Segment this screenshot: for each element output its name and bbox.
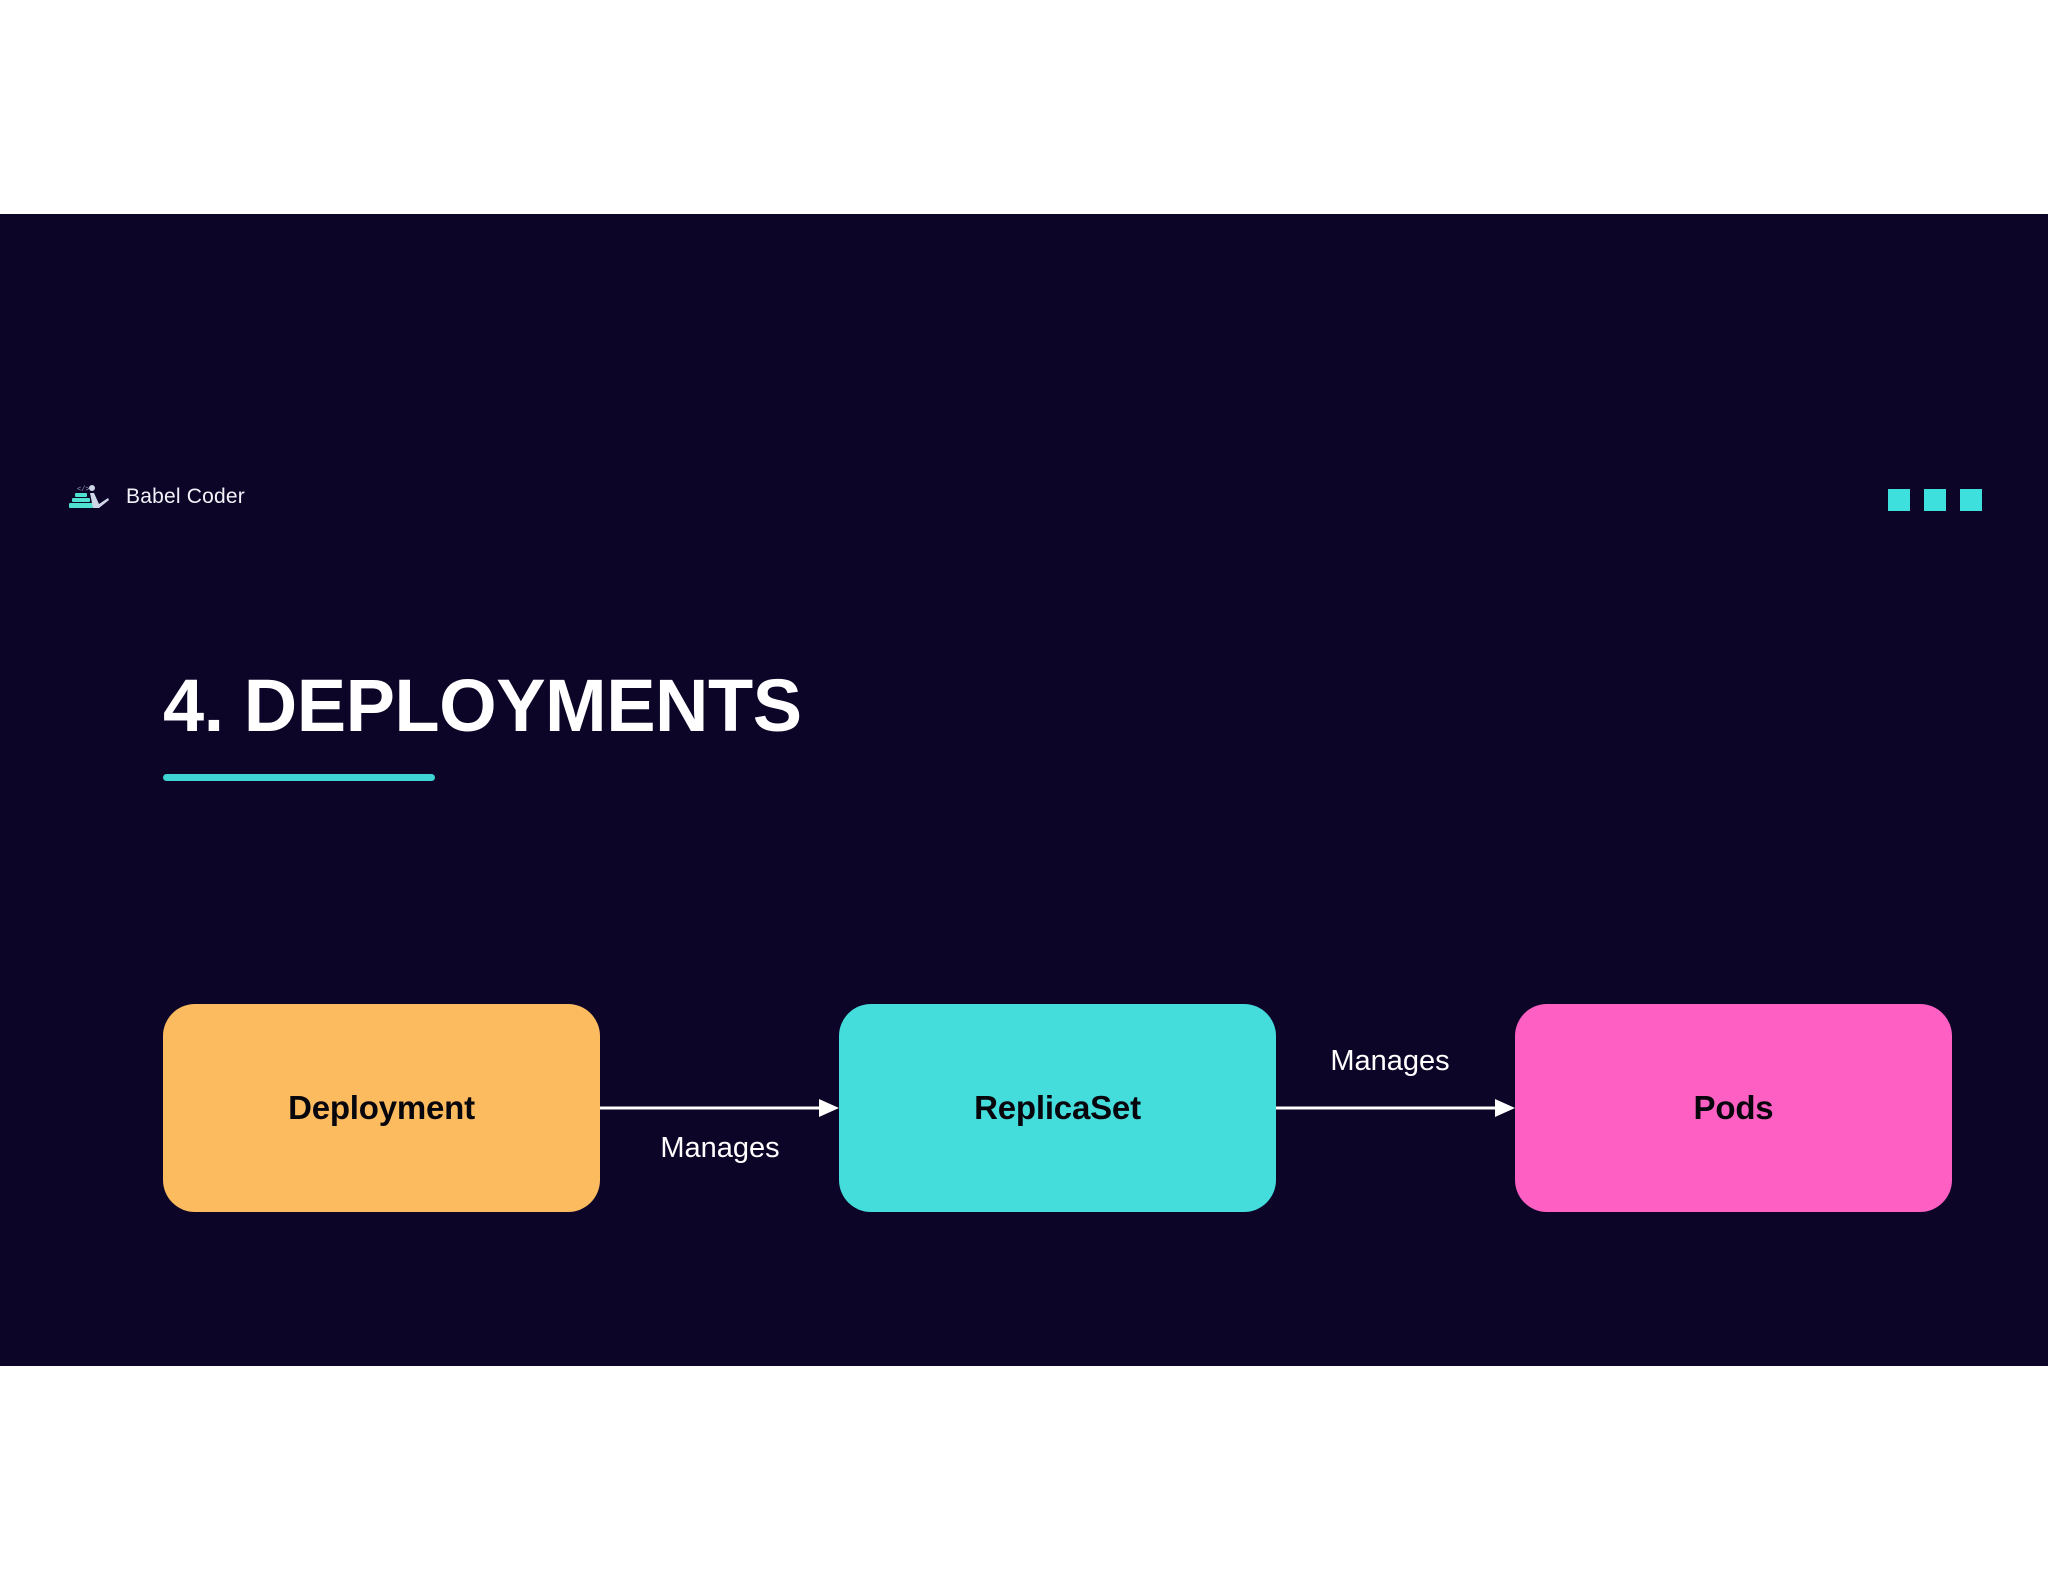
square-dot-icon[interactable]	[1960, 489, 1982, 511]
arrow-right-icon	[1276, 1099, 1515, 1117]
edge-deployment-replicaset: Manages	[600, 1004, 839, 1212]
slide: </> Babel Coder 4. DEPLOYMENTS Deploymen…	[0, 214, 2048, 1366]
flow-diagram: Deployment Manages ReplicaSet Manages	[163, 1004, 1953, 1214]
square-dot-icon[interactable]	[1888, 489, 1910, 511]
menu-dots[interactable]	[1888, 489, 1982, 511]
node-replicaset[interactable]: ReplicaSet	[839, 1004, 1276, 1212]
arrow-right-icon	[600, 1099, 839, 1117]
title-block: 4. DEPLOYMENTS	[163, 666, 802, 781]
svg-text:</>: </>	[77, 486, 90, 494]
node-label: ReplicaSet	[974, 1089, 1141, 1126]
brand-name: Babel Coder	[126, 485, 245, 508]
edge-label: Manages	[1330, 1045, 1450, 1077]
edge-label: Manages	[660, 1132, 780, 1164]
title-underline	[163, 773, 435, 781]
node-label: Deployment	[288, 1089, 475, 1126]
node-deployment[interactable]: Deployment	[163, 1004, 600, 1212]
page-title: 4. DEPLOYMENTS	[163, 664, 802, 747]
edge-replicaset-pods: Manages	[1276, 1004, 1515, 1212]
square-dot-icon[interactable]	[1924, 489, 1946, 511]
node-label: Pods	[1693, 1089, 1774, 1126]
babel-coder-logo-icon: </>	[66, 482, 112, 512]
brand: </> Babel Coder	[66, 482, 245, 512]
node-pods[interactable]: Pods	[1515, 1004, 1952, 1212]
